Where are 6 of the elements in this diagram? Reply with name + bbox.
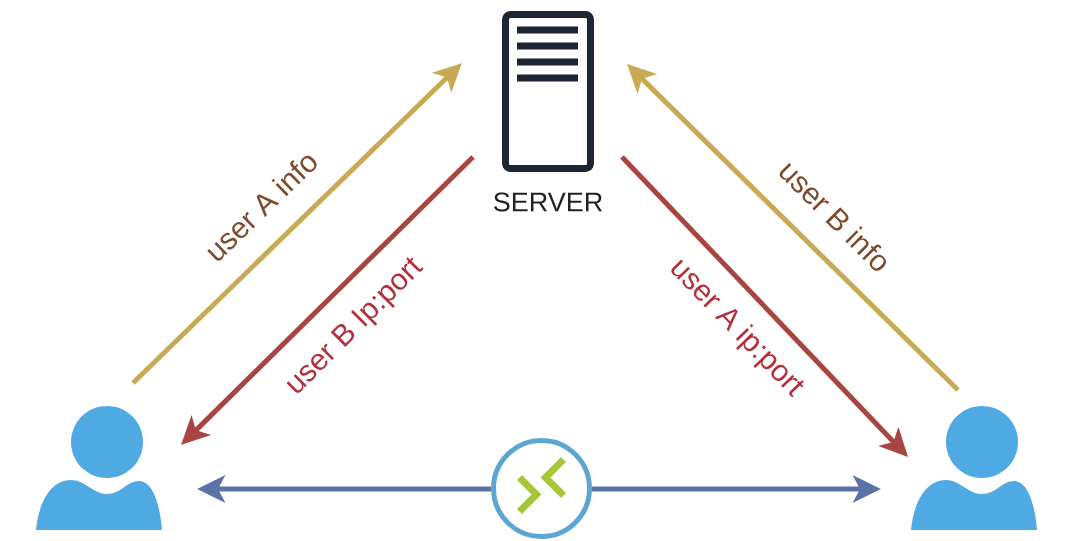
edge-label: user A info bbox=[207, 155, 317, 261]
node-label: SERVER bbox=[493, 192, 603, 212]
edge-label: user B info bbox=[779, 163, 886, 271]
person-icon bbox=[911, 406, 1037, 530]
chevrons-circle-icon bbox=[491, 438, 592, 539]
person-icon bbox=[36, 406, 162, 530]
